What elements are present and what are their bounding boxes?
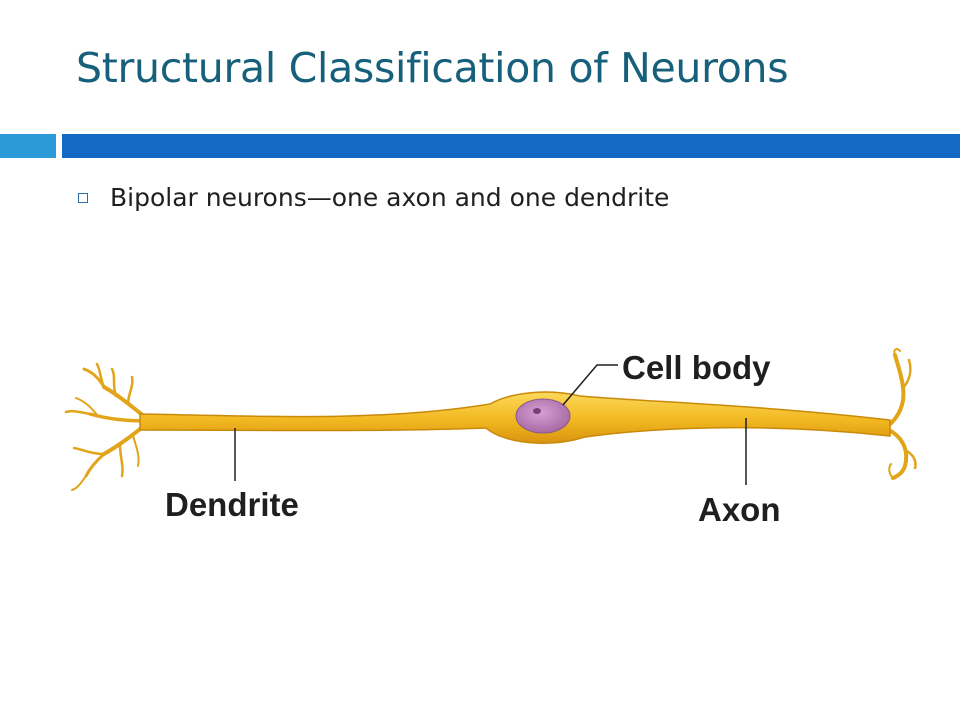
bullet-text: Bipolar neurons—one axon and one dendrit… bbox=[110, 183, 670, 212]
cell-body-leader-line bbox=[562, 364, 618, 406]
slide-title: Structural Classification of Neurons bbox=[76, 44, 789, 92]
nucleus bbox=[515, 398, 571, 434]
axon-terminal-branches bbox=[883, 348, 917, 480]
accent-bar bbox=[62, 134, 960, 158]
nucleolus bbox=[533, 408, 541, 414]
bipolar-neuron-diagram: Cell body Dendrite Axon bbox=[64, 348, 917, 528]
cell-body-label: Cell body bbox=[622, 349, 771, 386]
accent-bar-small bbox=[0, 134, 56, 158]
bullet-square-icon bbox=[78, 193, 88, 203]
dendrite-label: Dendrite bbox=[165, 486, 299, 523]
dendrite-branches bbox=[64, 362, 152, 491]
neuron-body bbox=[139, 391, 891, 444]
axon-label: Axon bbox=[698, 491, 781, 528]
